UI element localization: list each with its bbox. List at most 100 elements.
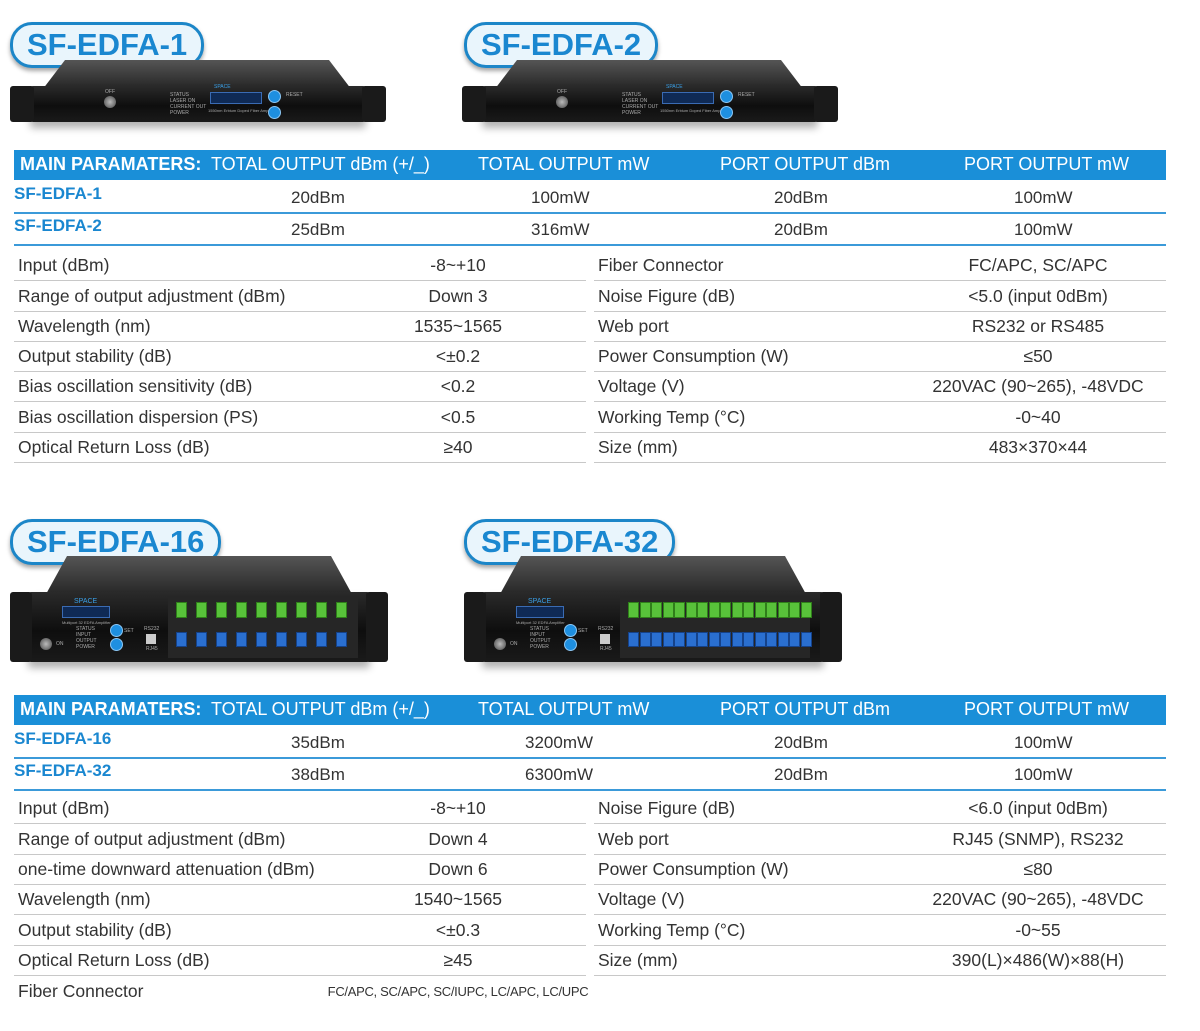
blue-sc-port-icon [651,632,662,647]
model-badge-sf-edfa-32: SF-EDFA-32 [464,519,676,565]
green-sc-port-icon [720,602,731,618]
reset-label: RESET [286,92,303,98]
blue-sc-port-icon [236,632,247,647]
spec-value: <6.0 (input 0dBm) [968,798,1108,818]
key-switch-icon [556,96,568,108]
brand-logo: SPACE [74,598,98,605]
spec-row: Output stability (dB)<±0.2 [14,341,586,372]
off-label: OFF [105,89,115,95]
model-label: 1550nm Erbium Doped Fiber Amplifier [660,108,728,113]
status-label: STATUS [622,92,641,98]
port-output-mw: 100mW [1014,733,1073,752]
up-button-icon [720,90,733,103]
key-switch-icon [494,638,506,650]
total-output-dbm: 38dBm [291,765,345,784]
main-parameters-header: MAIN PARAMATERS: TOTAL OUTPUT dBm (+/_) … [14,695,1166,725]
spec-row: Wavelength (nm)1540~1565 [14,884,586,915]
header-total-output-dbm: TOTAL OUTPUT dBm (+/_) [211,154,430,174]
spec-row: Power Consumption (W)≤80 [594,854,1166,885]
header-port-output-mw: PORT OUTPUT mW [964,699,1130,719]
blue-sc-port-icon [336,632,347,647]
blue-sc-port-icon [777,632,789,647]
header-port-output-dbm: PORT OUTPUT dBm [720,699,891,719]
spec-label: Input (dBm) [18,798,110,818]
blue-sc-port-icon [697,632,708,647]
rj45-port-icon [600,634,610,644]
lcd-display [62,606,110,618]
blue-sc-port-icon [731,632,743,647]
model-row: SF-EDFA-16 35dBm 3200mW 20dBm 100mW [14,727,1166,759]
spec-row: Optical Return Loss (dB)≥45 [14,945,586,976]
spec-label: Size (mm) [598,950,678,970]
green-sc-port-icon [800,602,812,618]
model-label: 1550nm Erbium Doped Fiber Amplifier [208,108,276,113]
total-output-mw: 100mW [531,188,590,207]
spec-label: Wavelength (nm) [18,316,151,336]
green-sc-port-icon [628,602,639,618]
blue-sc-port-icon [196,632,207,647]
status-label: CURRENT OUT [170,104,207,110]
lcd-display [516,606,564,618]
green-sc-port-icon [708,602,720,618]
spec-value: ≥45 [443,950,473,970]
spec-row: Noise Figure (dB)<5.0 (input 0dBm) [594,281,1166,312]
sf-edfa-32-device-image: SPACE Multiport 32 EDFA Amplifier ON STA… [464,556,842,668]
blue-sc-port-icon [754,632,766,647]
green-sc-port-icon [754,602,766,618]
spec-row: one-time downward attenuation (dBm)Down … [14,854,586,885]
set-label: SET [578,628,588,634]
model-label: Multiport 32 EDFA Amplifier [516,620,565,625]
brand-logo: SPACE [214,84,231,90]
rs232-label: RS232 [144,626,160,632]
blue-sc-port-icon [296,632,307,647]
spec-value: RJ45 (SNMP), RS232 [952,829,1124,849]
spec-value: Down 4 [428,829,488,849]
green-sc-port-icon [766,602,777,618]
brand-logo: SPACE [666,84,683,90]
spec-label: Wavelength (nm) [18,889,151,909]
spec-value: 483×370×44 [988,437,1088,457]
status-label: CURRENT OUT [622,104,659,110]
green-sc-port-icon [276,602,287,618]
green-sc-port-icon [662,602,674,618]
green-sc-port-icon [674,602,685,618]
spec-row: Optical Return Loss (dB)≥40 [14,432,586,463]
down-button-icon [564,638,577,651]
down-button-icon [268,106,281,119]
model-row: SF-EDFA-1 20dBm 100mW 20dBm 100mW [14,182,1166,214]
status-label: STATUS [530,626,549,632]
spec-row: Bias oscillation sensitivity (dB)<0.2 [14,371,586,402]
spec-label: Output stability (dB) [18,920,172,940]
port-output-dbm: 20dBm [774,765,828,784]
spec-label: Output stability (dB) [18,346,172,366]
rj45-port-icon [146,634,156,644]
total-output-dbm: 35dBm [291,733,345,752]
blue-sc-port-icon [628,632,639,647]
green-sc-port-icon [777,602,789,618]
blue-sc-port-icon [789,632,800,647]
fiber-port-panel [168,596,358,658]
header-main-label: MAIN PARAMATERS: [20,699,202,719]
model-name: SF-EDFA-16 [14,729,112,748]
lcd-display [662,92,714,104]
blue-sc-port-icon [176,632,187,647]
down-button-icon [720,106,733,119]
blue-sc-port-icon [766,632,777,647]
spec-label: one-time downward attenuation (dBm) [18,859,315,879]
spec-label: Bias oscillation sensitivity (dB) [18,376,253,396]
spec-label: Range of output adjustment (dBm) [18,829,286,849]
port-output-mw: 100mW [1014,220,1073,239]
up-button-icon [268,90,281,103]
spec-label: Power Consumption (W) [598,346,789,366]
key-switch-icon [104,96,116,108]
spec-label: Range of output adjustment (dBm) [18,286,286,306]
green-sc-port-icon [216,602,227,618]
spec-row: Size (mm)390(L)×486(W)×88(H) [594,945,1166,976]
blue-sc-port-icon [639,632,651,647]
spec-row: Range of output adjustment (dBm) Down 4 [14,824,586,855]
sf-edfa-1-device-image: OFF STATUS LASER ON CURRENT OUT POWER SP… [10,60,386,130]
spec-row: Size (mm)483×370×44 [594,432,1166,463]
header-total-output-mw: TOTAL OUTPUT mW [478,699,650,719]
